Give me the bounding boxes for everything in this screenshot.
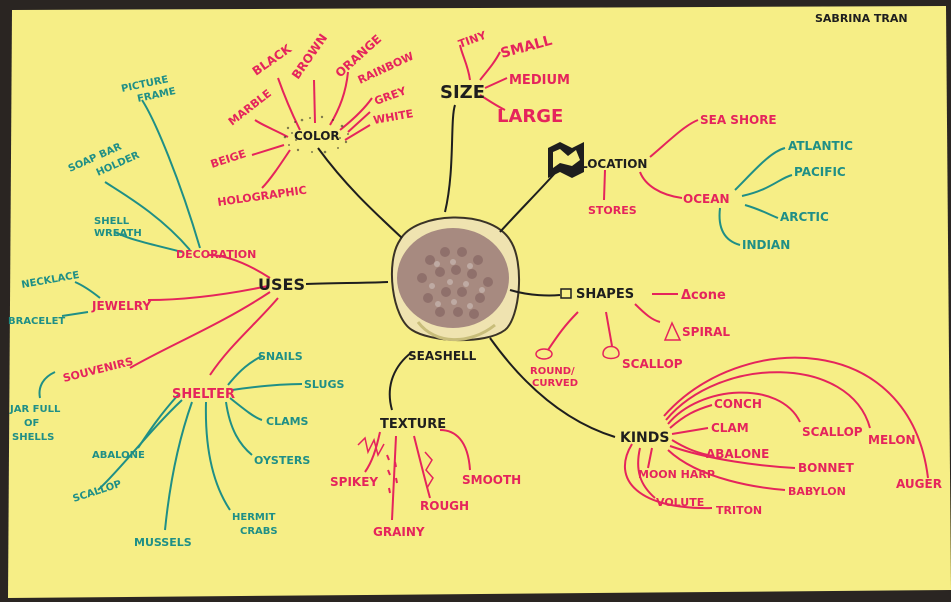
author-signature: SABRINA TRAN [815, 12, 908, 25]
teal-connectors [38, 99, 793, 531]
spikey-sketch [357, 436, 385, 458]
uses-item-shelter: SHELTER [172, 387, 235, 402]
shelter-item-abalone: ABALONE [92, 450, 145, 461]
uses-label: USES [258, 275, 305, 294]
pink-connectors [129, 44, 929, 521]
decoration-item-wreath: WREATH [94, 228, 142, 239]
ocean-item-atlantic: ATLANTIC [788, 139, 853, 153]
uses-item-decoration: DECORATION [176, 248, 256, 261]
color-splatter [283, 115, 349, 154]
kind-item-moon-harp: MOON HARP [638, 468, 715, 481]
shapes-label: SHAPES [576, 287, 634, 302]
size-item-medium: MEDIUM [509, 73, 570, 88]
shelter-item-snails: SNAILS [258, 350, 303, 363]
kind-item-auger: AUGER [896, 477, 942, 491]
uses-item-jewelry: JEWELRY [91, 299, 151, 313]
shape-item-scallop: SCALLOP [622, 357, 683, 371]
map-icon [548, 142, 584, 178]
shape-icons [535, 288, 682, 360]
texture-item-smooth: SMOOTH [462, 473, 521, 487]
shape-item-cone: Δcone [681, 288, 726, 303]
texture-item-rough: ROUGH [420, 499, 469, 513]
round-shape-icon [535, 348, 553, 360]
center-seashell-image [390, 216, 520, 342]
kind-item-triton: TRITON [716, 504, 762, 517]
size-label: SIZE [440, 82, 485, 103]
texture-label: TEXTURE [380, 417, 446, 432]
main-branches [305, 104, 616, 438]
scallop-shape-icon [602, 345, 620, 360]
kind-item-clam: CLAM [711, 421, 749, 435]
shelter-item-hermit: HERMIT [232, 512, 276, 523]
shelter-item-slugs: SLUGS [304, 378, 345, 391]
kind-item-scallop: SCALLOP [802, 425, 863, 439]
kind-item-melon: MELON [868, 433, 916, 447]
grainy-sketch [386, 454, 398, 494]
shelter-item-crabs: CRABS [240, 526, 278, 537]
ocean-item-pacific: PACIFIC [794, 165, 846, 179]
shape-item-curved: CURVED [532, 378, 578, 389]
ocean-item-arctic: ARCTIC [780, 210, 829, 224]
location-item-sea-shore: SEA SHORE [700, 113, 777, 127]
kind-item-abalone: ABALONE [706, 447, 769, 461]
cone-shape-icon [663, 321, 682, 341]
texture-sketches [357, 436, 434, 494]
kind-item-bonnet: BONNET [798, 461, 855, 475]
shelter-item-clams: CLAMS [266, 415, 309, 428]
jewelry-item-bracelet: BRACELET [8, 316, 65, 327]
shape-item-spiral: SPIRAL [682, 325, 730, 339]
souvenir-item-jar-full: JAR FULL [9, 404, 61, 415]
kind-item-babylon: BABYLON [788, 485, 846, 498]
decoration-item-shell: SHELL [94, 216, 130, 227]
kind-item-conch: CONCH [714, 397, 762, 411]
shell-outline-icon [560, 288, 572, 299]
ocean-item-indian: INDIAN [742, 238, 790, 252]
location-item-stores: STORES [588, 204, 637, 217]
location-label: LOCATION [580, 157, 647, 171]
souvenir-item-shells: SHELLS [12, 432, 54, 443]
kinds-label: KINDS [620, 430, 669, 446]
texture-item-grainy: GRAINY [373, 525, 425, 539]
shape-item-round: ROUND/ [530, 366, 575, 377]
color-label: COLOR [294, 129, 340, 143]
size-item-large: LARGE [497, 106, 563, 127]
shelter-item-oysters: OYSTERS [254, 454, 310, 467]
shelter-item-mussels: MUSSELS [134, 536, 192, 549]
texture-item-spikey: SPIKEY [330, 475, 378, 489]
kind-item-volute: VOLUTE [656, 496, 704, 509]
rough-sketch [424, 451, 434, 489]
center-label: SEASHELL [408, 349, 477, 363]
souvenir-item-of: OF [24, 418, 39, 429]
location-item-ocean: OCEAN [683, 192, 730, 206]
